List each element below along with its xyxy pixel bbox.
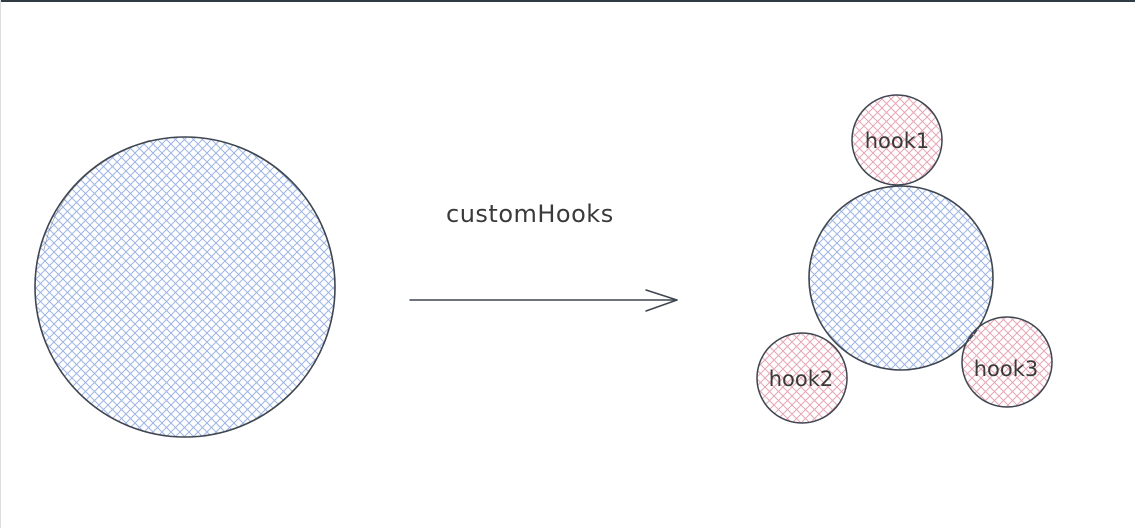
hook-circle-2: hook2 bbox=[756, 332, 848, 424]
hook-circle-1: hook1 bbox=[851, 94, 943, 186]
hook-label-2: hook2 bbox=[769, 367, 834, 391]
hook-circle-3: hook3 bbox=[961, 316, 1053, 408]
window-top-border bbox=[0, 0, 1135, 2]
hook-label-1: hook1 bbox=[865, 129, 930, 153]
component-circle-small bbox=[808, 185, 994, 371]
transform-arrow bbox=[409, 289, 678, 312]
window-left-border bbox=[0, 0, 1, 528]
hook-label-3: hook3 bbox=[974, 357, 1039, 381]
component-circle-large bbox=[34, 136, 336, 438]
arrow-label: customHooks bbox=[446, 200, 614, 228]
